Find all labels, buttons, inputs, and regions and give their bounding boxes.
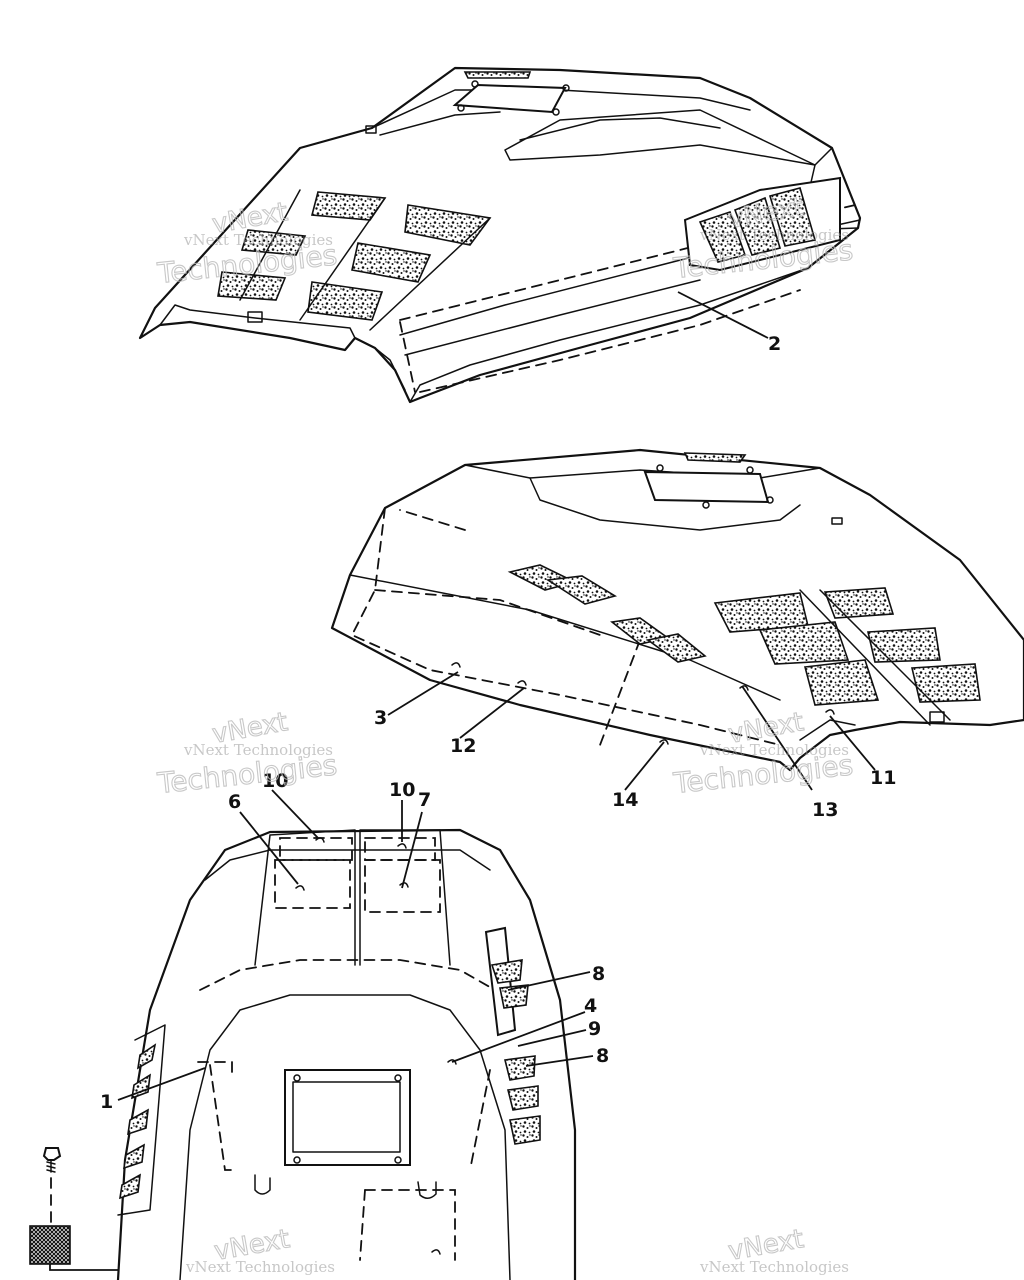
- callout-6: 6: [228, 791, 241, 813]
- callout-13: 13: [812, 799, 838, 821]
- leader-lines: [117, 291, 876, 1101]
- callout-8-top: 8: [592, 963, 605, 985]
- hood-view-side: [330, 448, 1024, 772]
- callout-9: 9: [588, 1018, 601, 1040]
- callout-3: 3: [374, 707, 387, 729]
- hood-view-top: [116, 828, 577, 1280]
- callout-10-right: 10: [389, 779, 415, 801]
- svg-text:vNext Technologies: vNext Technologies: [183, 741, 333, 759]
- hood-view-rear: [138, 66, 862, 404]
- callout-2: 2: [768, 333, 781, 355]
- svg-text:vNext Technologies: vNext Technologies: [699, 1258, 849, 1276]
- callout-1: 1: [100, 1091, 113, 1113]
- callout-labels: 2 3 12 14 13 11 10 10 6 7 8 4 9 8 1: [100, 333, 896, 1113]
- watermark-1: vNext Technologies vNext Technologies: [155, 197, 339, 291]
- watermark-6: vNext Technologies vNext: [699, 1224, 849, 1276]
- watermark-4: vNext Technologies vNext Technologies: [671, 707, 855, 801]
- callout-10-left: 10: [262, 770, 288, 792]
- callout-12: 12: [450, 735, 476, 757]
- callout-4: 4: [584, 995, 597, 1017]
- bolt-and-grille: [29, 1147, 118, 1271]
- callout-11: 11: [870, 767, 896, 789]
- svg-text:vNext Technologies: vNext Technologies: [699, 226, 849, 244]
- svg-text:vNext Technologies: vNext Technologies: [185, 1258, 335, 1276]
- watermark-3: vNext Technologies vNext Technologies: [155, 707, 339, 801]
- svg-text:vNext Technologies: vNext Technologies: [699, 741, 849, 759]
- callout-8-bottom: 8: [596, 1045, 609, 1067]
- callout-7: 7: [418, 789, 431, 811]
- watermark-5: vNext Technologies vNext: [185, 1224, 335, 1276]
- callout-14: 14: [612, 789, 638, 811]
- svg-text:vNext Technologies: vNext Technologies: [183, 231, 333, 249]
